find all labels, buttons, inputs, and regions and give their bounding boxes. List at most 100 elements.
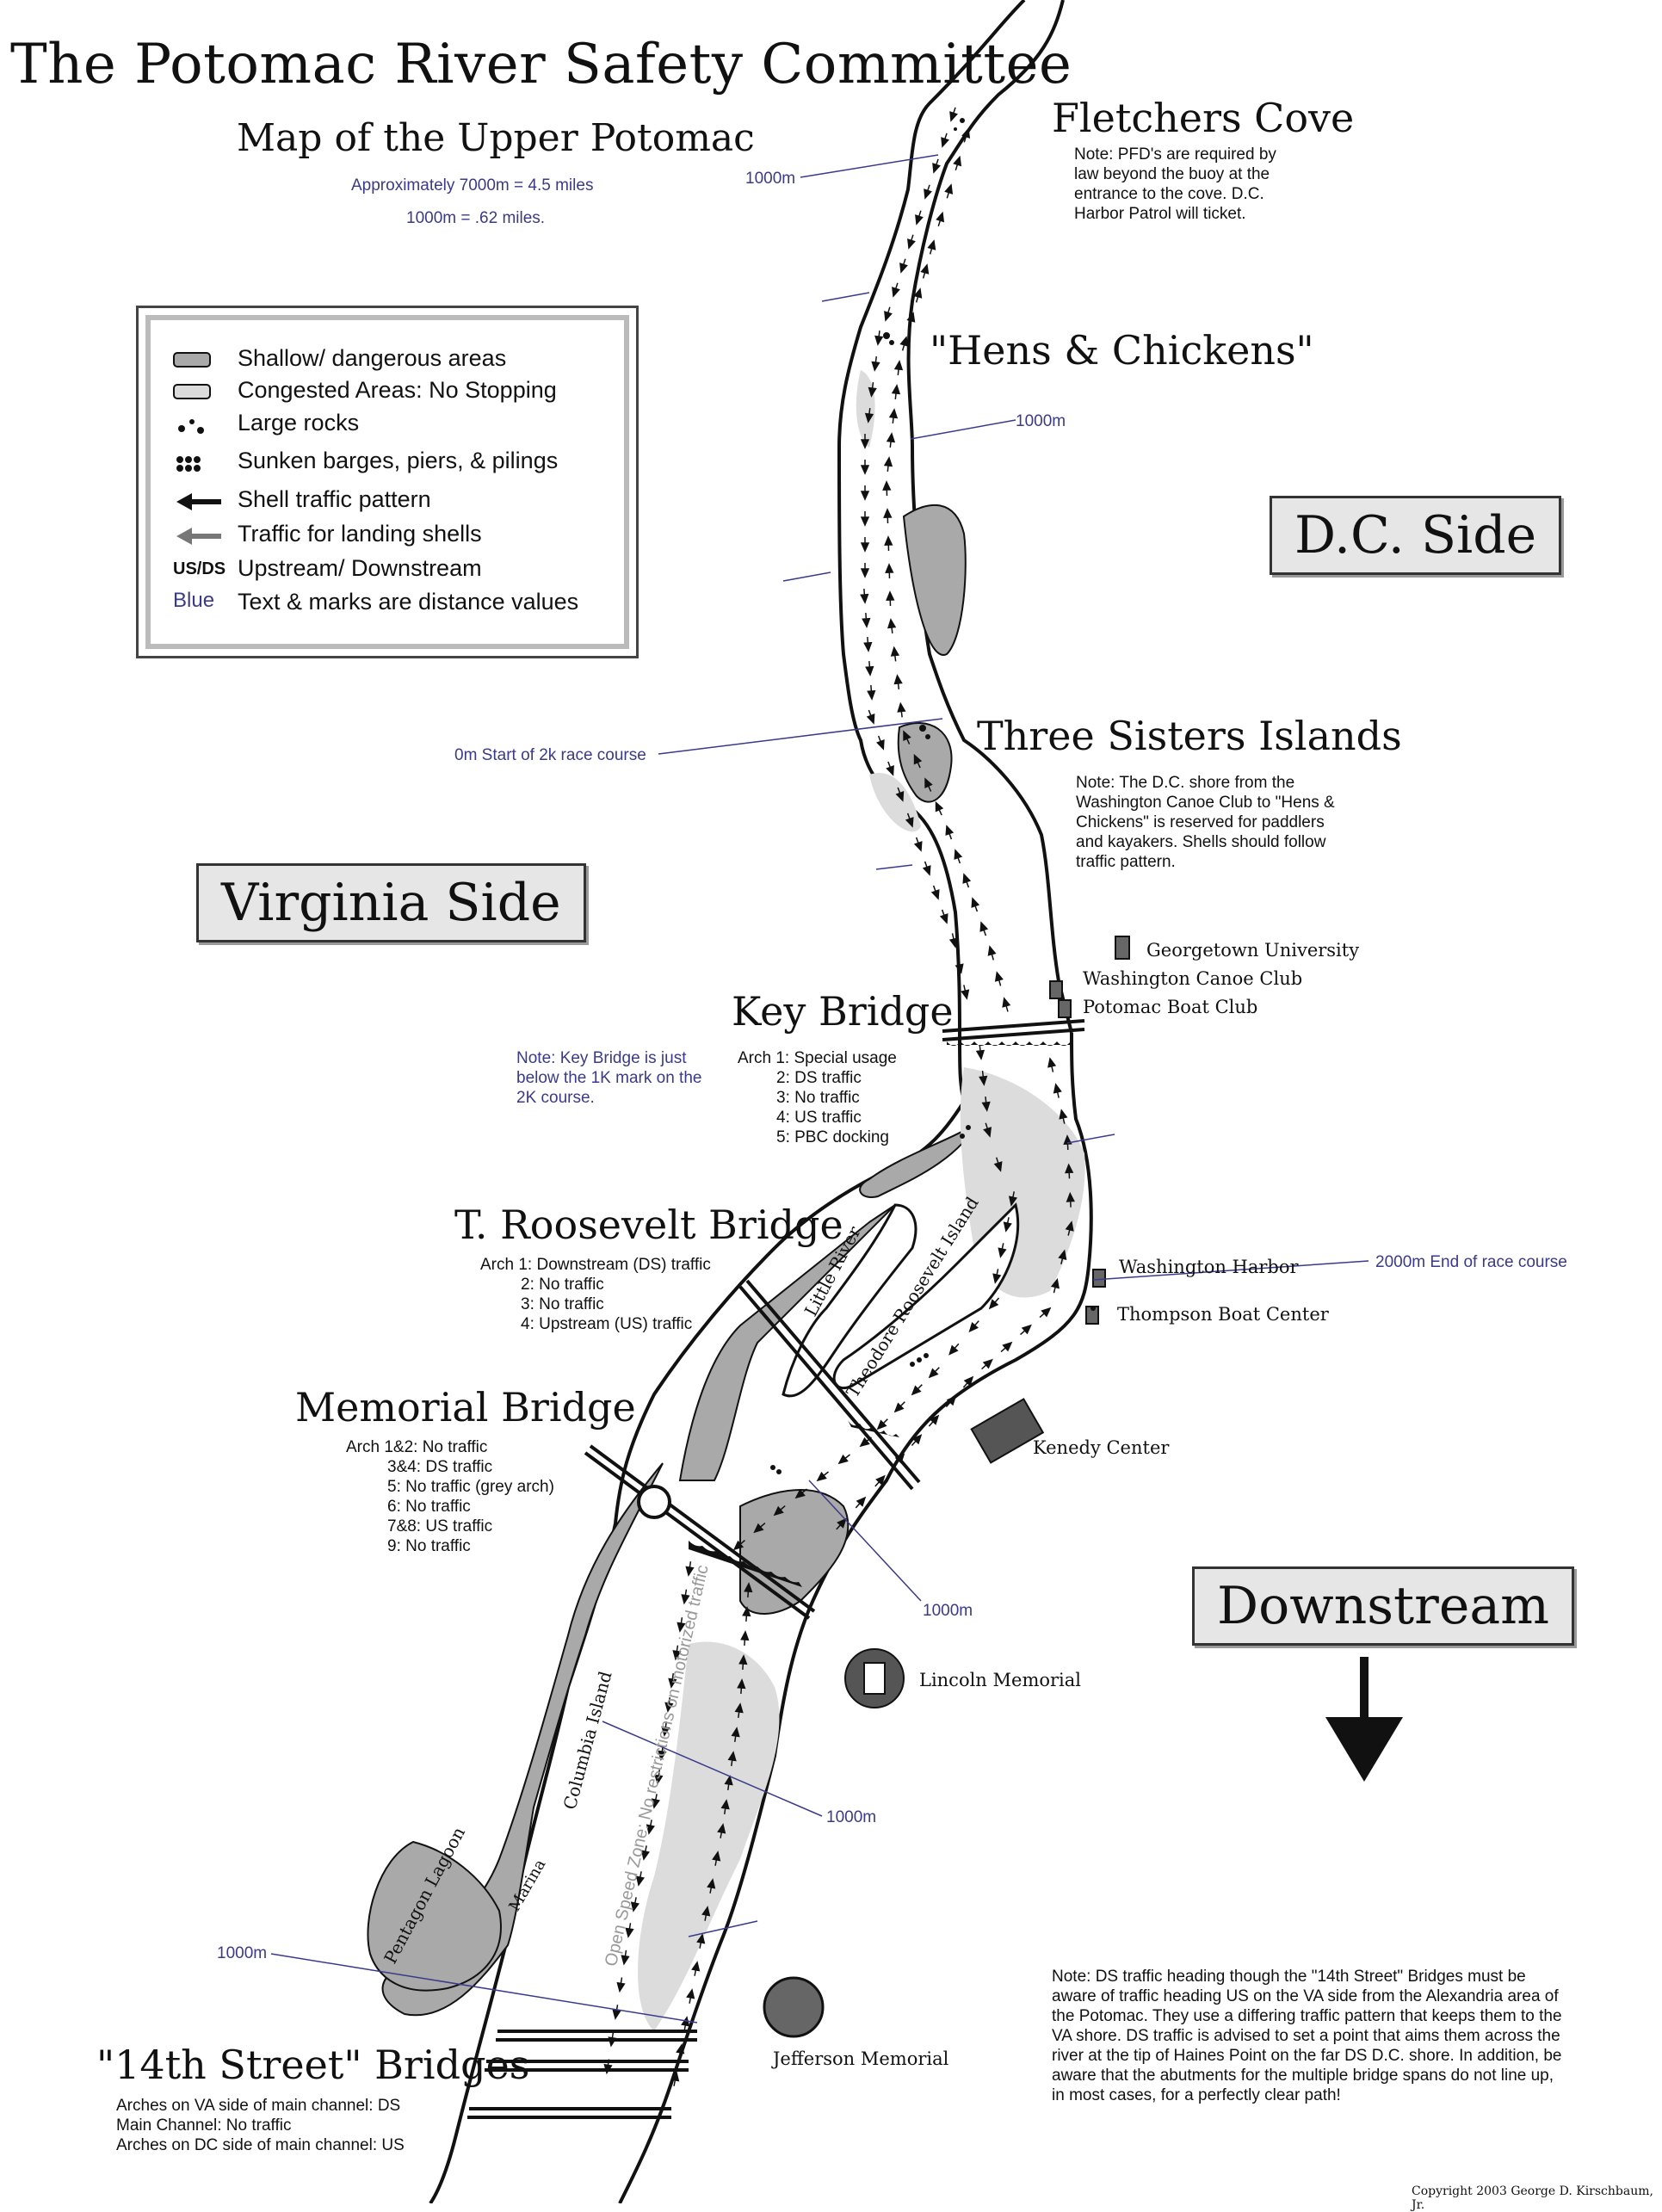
traffic-arrow [672,1645,682,1661]
traffic-arrow [961,985,970,1000]
traffic-arrow [968,1320,979,1333]
traffic-arrow [992,1269,1002,1284]
traffic-arrow [603,2059,613,2075]
three-sisters-label: Three Sisters Islands [977,713,1402,759]
traffic-arrow [860,460,870,475]
traffic-arrow [944,183,954,199]
hens-chickens-label: "Hens & Chickens" [930,327,1314,374]
blue-text: Blue [173,589,215,612]
traffic-arrow [893,360,904,375]
traffic-arrow [860,588,869,604]
traffic-arrow [930,885,940,900]
sunken-barges-icon [173,451,225,475]
traffic-arrow [971,897,980,912]
traffic-arrow [773,1505,786,1517]
traffic-arrow [863,636,873,652]
traffic-arrow [1065,1220,1074,1236]
memorial-bridge-label: Memorial Bridge [295,1384,636,1430]
traffic-arrow [884,306,893,322]
traffic-arrow [876,735,885,751]
legend: Shallow/ dangerous areas Congested Areas… [136,306,639,658]
scale-note-1: Approximately 7000m = 4.5 miles [351,176,594,195]
lincoln-memorial-label: Lincoln Memorial [919,1670,1081,1690]
georgetown-label: Georgetown University [1146,940,1360,961]
jefferson-memorial-label: Jefferson Memorial [773,2048,949,2069]
traffic-arrow [860,511,870,527]
traffic-arrow [886,432,896,448]
traffic-arrow [646,1820,655,1835]
traffic-arrow [1000,1341,1013,1353]
canoe-club-icon [1049,980,1063,999]
traffic-arrow [1066,1191,1075,1208]
traffic-arrow [988,1297,1000,1310]
legend-label: Shell traffic pattern [238,486,431,512]
traffic-arrow [701,1906,711,1921]
traffic-arrow [884,535,893,552]
traffic-arrow [893,674,903,689]
traffic-arrow [1020,1324,1032,1336]
traffic-arrow [955,959,964,974]
traffic-arrow [1003,1217,1012,1233]
traffic-arrow [1059,1109,1068,1124]
traffic-arrow [949,107,958,122]
traffic-arrow [737,1678,746,1695]
traffic-arrow [907,234,916,250]
legend-label: Upstream/ Downstream [238,555,482,581]
traffic-arrow [945,1395,957,1407]
traffic-arrow [888,408,899,423]
traffic-arrow [676,2043,685,2059]
traffic-arrow [928,1367,940,1379]
traffic-arrow [932,158,941,174]
traffic-arrow [866,709,875,725]
traffic-arrow [887,618,897,633]
traffic-arrow [928,1414,940,1427]
traffic-arrow [987,945,997,961]
distance-1000m-hens: 1000m [1016,412,1066,430]
copyright: Copyright 2003 George D. Kirschbaum, Jr. [1412,2184,1653,2212]
fourteenth-arches: Arches on VA side of main channel: DS Ma… [116,2097,405,2154]
traffic-arrow [981,1358,993,1370]
usds-text: US/DS [173,559,226,578]
memorial-bridge [584,1451,811,1620]
traffic-arrow [1039,1307,1052,1319]
traffic-arrow [696,1933,706,1949]
legend-label: Text & marks are distance values [238,589,579,615]
thompson-label: Thompson Boat Center [1117,1304,1329,1325]
key-bridge-arches: Arch 1: Special usage 2: DS traffic 3: N… [738,1049,897,1146]
scale-note-2: 1000m = .62 miles. [406,209,546,227]
traffic-arrow [874,1474,886,1487]
traffic-arrow [998,1243,1007,1258]
downstream-label: Downstream [1192,1566,1574,1646]
boat-club-icon [1058,999,1072,1018]
traffic-arrow [883,456,893,472]
traffic-arrow [885,563,894,579]
traffic-arrow [911,1434,923,1446]
traffic-arrow [865,660,874,677]
traffic-arrow [939,909,948,924]
traffic-arrow [922,861,931,876]
traffic-arrow [612,2005,621,2020]
traffic-arrow [1058,1249,1067,1265]
traffic-arrow [979,1071,988,1086]
traffic-arrow [664,1697,674,1713]
traffic-arrow [883,508,893,524]
traffic-arrow [1050,1277,1060,1294]
canoe-club-label: Washington Canoe Club [1083,968,1303,989]
traffic-arrow [948,1343,960,1356]
traffic-arrow [903,730,911,745]
traffic-arrow [635,1871,645,1887]
traffic-arrow [661,1721,670,1737]
traffic-arrows [603,107,1075,2086]
traffic-arrow [1002,997,1011,1012]
fourteenth-street-label: "14th Street" Bridges [96,2042,530,2088]
traffic-arrow [654,1770,664,1785]
jefferson-memorial-icon [763,1976,825,2038]
traffic-arrow [915,210,924,226]
traffic-arrow [897,701,906,718]
traffic-arrow [744,1582,753,1598]
distance-1000m-kennedy: 1000m [923,1602,973,1620]
traffic-arrow [731,1727,740,1742]
traffic-arrow [913,837,923,852]
traffic-arrow [886,761,894,776]
end-race-course-label: 2000m End of race course [1375,1253,1567,1271]
